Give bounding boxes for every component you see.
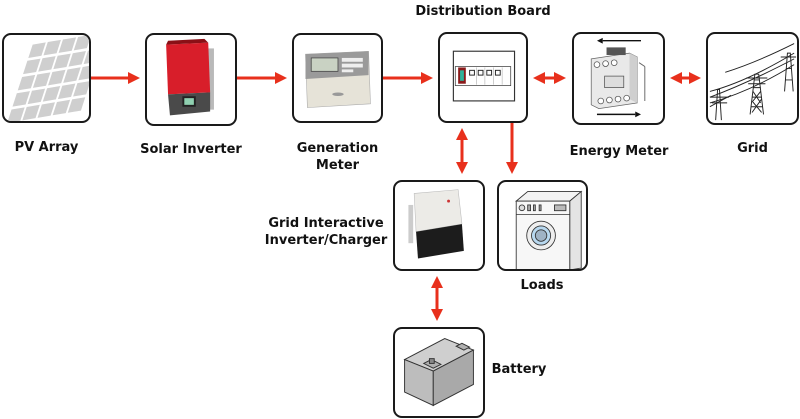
solar-inverter-label: Solar Inverter: [140, 142, 242, 157]
battery-label: Battery: [491, 362, 547, 377]
pv-array-label: PV Array: [14, 140, 79, 155]
loads-node[interactable]: [497, 180, 588, 271]
pv-array-node[interactable]: [2, 33, 91, 123]
grid-interactive-inverter-label: Grid Interactive Inverter/Charger: [262, 215, 390, 249]
battery-icon: [403, 338, 475, 407]
solar-inverter-icon: [166, 38, 214, 116]
generation-meter-node[interactable]: [292, 33, 383, 123]
distribution-board-node[interactable]: [438, 32, 528, 123]
energy-meter-node[interactable]: [572, 32, 665, 125]
grid-interactive-inverter-node[interactable]: [393, 180, 485, 271]
grid-interactive-inverter-label-line1: Grid Interactive: [268, 216, 384, 231]
grid-interactive-inverter-label-line2: Inverter/Charger: [264, 233, 388, 248]
generation-meter-label-line2: Meter: [315, 158, 360, 173]
generation-meter-label-line1: Generation: [296, 141, 379, 156]
battery-node[interactable]: [393, 327, 485, 418]
washing-machine-icon: [515, 190, 583, 269]
generation-meter-label: Generation Meter: [277, 140, 398, 174]
solar-inverter-node[interactable]: [145, 33, 237, 126]
hybrid-inverter-icon: [408, 189, 464, 259]
loads-label: Loads: [520, 278, 564, 293]
grid-label: Grid: [737, 141, 768, 156]
energy-meter-label: Energy Meter: [569, 144, 669, 159]
bidirectional-meter-icon: [590, 37, 646, 118]
distribution-board-label: Distribution Board: [415, 4, 551, 19]
generation-meter-icon: [305, 50, 371, 108]
breaker-panel-icon: [452, 50, 516, 102]
grid-node[interactable]: [706, 32, 799, 125]
solar-panel-icon: [7, 35, 89, 121]
power-pylon-icon: [709, 43, 797, 121]
